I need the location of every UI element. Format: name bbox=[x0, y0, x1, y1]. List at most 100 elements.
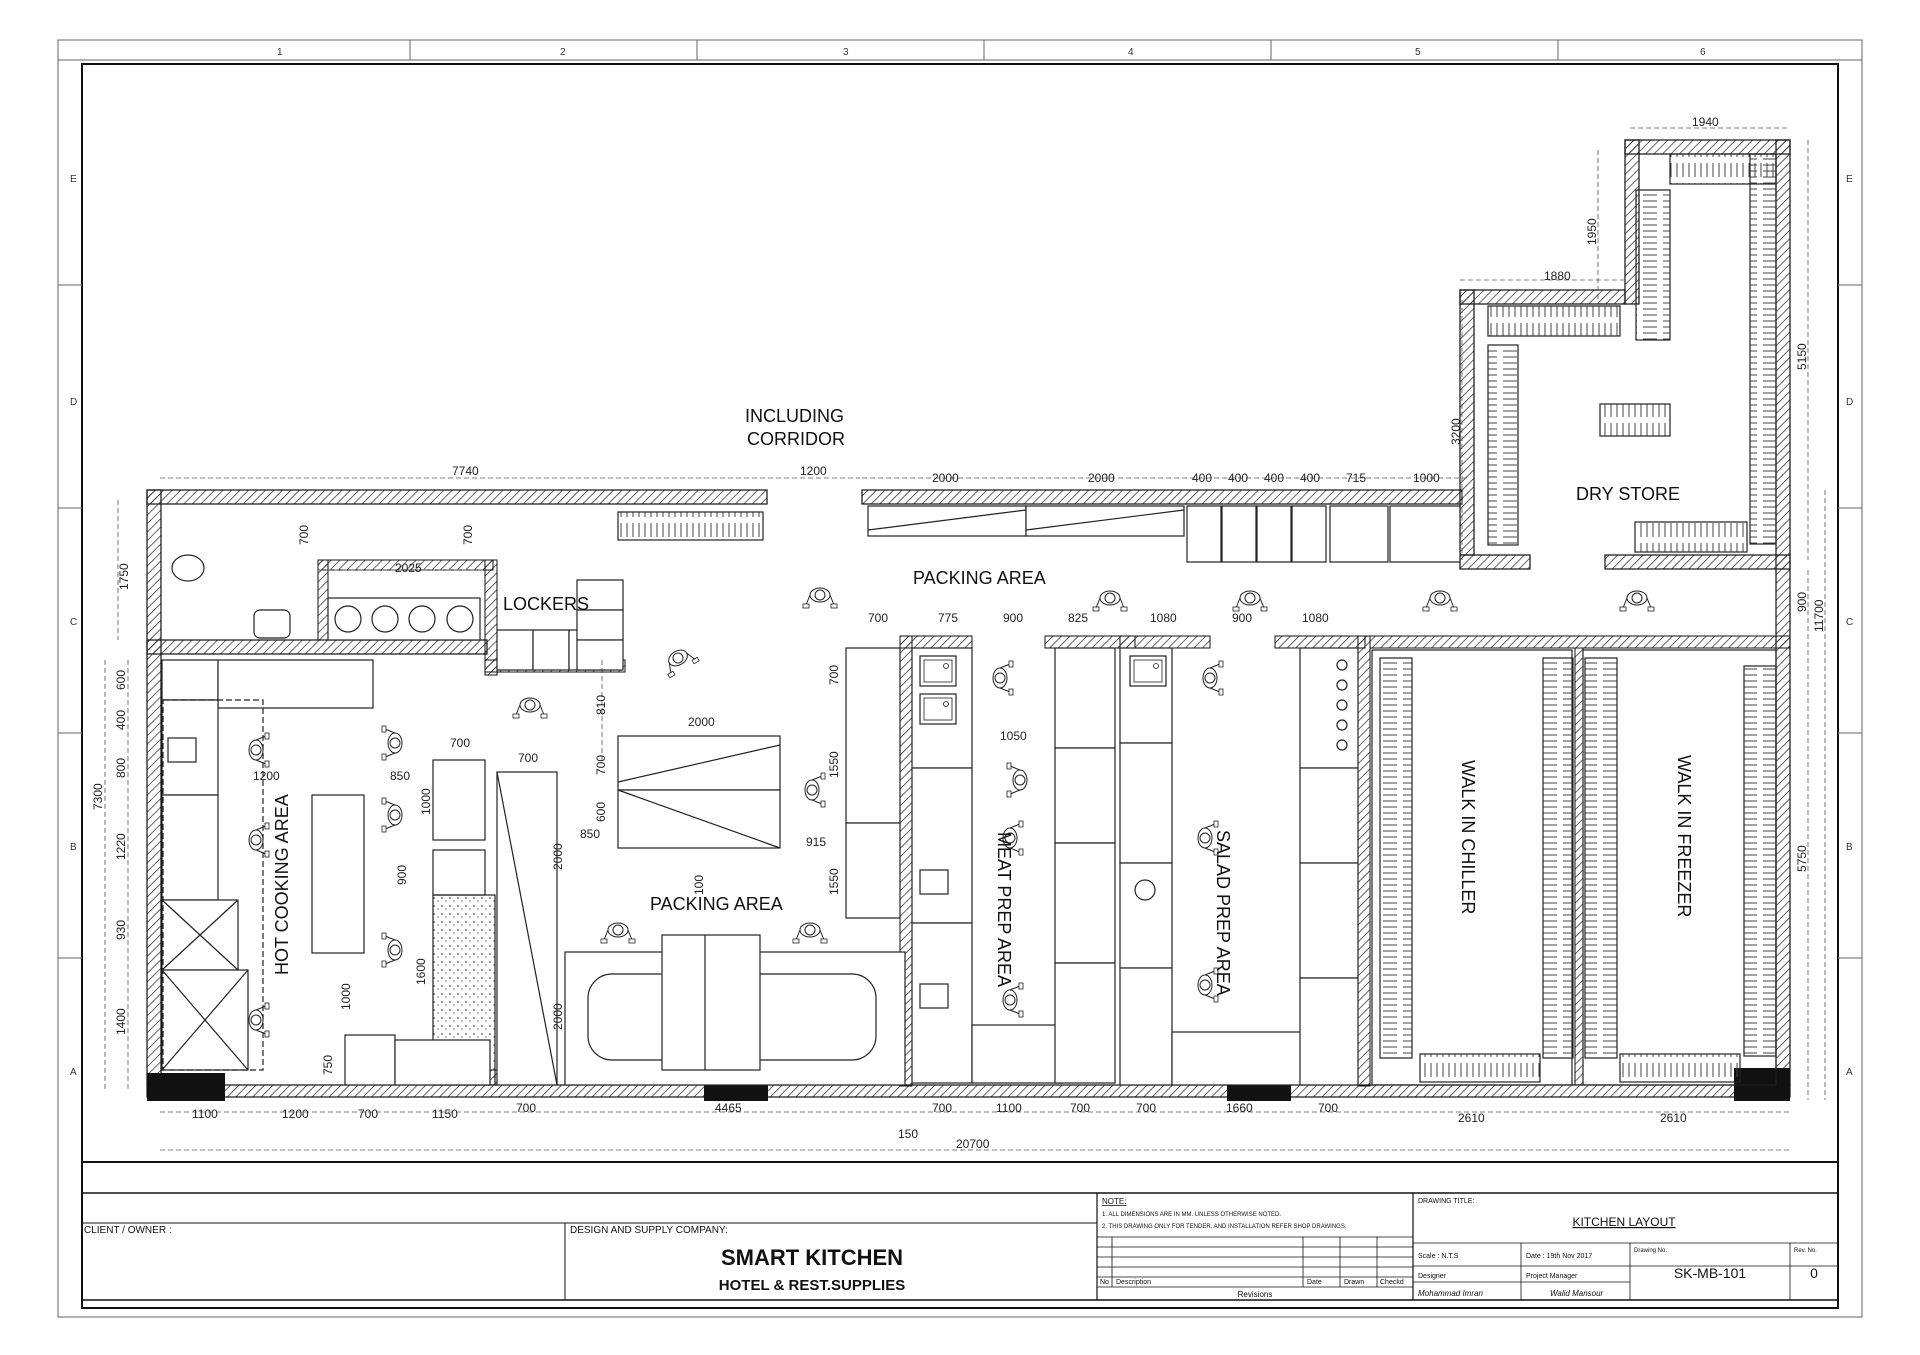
dim-2000e: 2000 bbox=[551, 1003, 565, 1030]
grid-col-1: 1 bbox=[277, 47, 283, 58]
client-owner-label: CLIENT / OWNER : bbox=[84, 1225, 172, 1236]
dim-5750: 5750 bbox=[1795, 845, 1809, 872]
dim-400b: 400 bbox=[1228, 471, 1248, 485]
note-2: 2. THIS DRAWING ONLY FOR TENDER, AND INS… bbox=[1102, 1224, 1347, 1230]
dim-1080b: 1080 bbox=[1302, 611, 1329, 625]
dim-1220: 1220 bbox=[114, 833, 128, 860]
dim-1050: 1050 bbox=[1000, 729, 1027, 743]
dim-1000b: 1000 bbox=[419, 788, 433, 815]
dim-b700e: 700 bbox=[1136, 1101, 1156, 1115]
note-label: NOTE: bbox=[1102, 1197, 1126, 1206]
dim-1600: 1600 bbox=[414, 958, 428, 985]
dim-775: 775 bbox=[938, 611, 958, 625]
room-meat-prep-area: MEAT PREP AREA bbox=[994, 832, 1014, 987]
dim-1750: 1750 bbox=[117, 563, 131, 590]
room-walk-in-freezer: WALK IN FREEZER bbox=[1674, 755, 1694, 917]
dim-7300: 7300 bbox=[91, 783, 105, 810]
dim-2000c: 2000 bbox=[551, 843, 565, 870]
date-text: Date : 19th Nov 2017 bbox=[1526, 1253, 1592, 1260]
room-hot-cooking-area: HOT COOKING AREA bbox=[272, 794, 292, 975]
dim-825: 825 bbox=[1068, 611, 1088, 625]
dim-100: 100 bbox=[692, 875, 706, 895]
grid-row-e: E bbox=[70, 174, 77, 185]
drawing-no-label: Drawing No. bbox=[1634, 1248, 1667, 1254]
dim-1940: 1940 bbox=[1692, 115, 1719, 129]
grid-row-a-r: A bbox=[1846, 1067, 1853, 1078]
dim-700d: 700 bbox=[518, 751, 538, 765]
company-subtitle: HOTEL & REST.SUPPLIES bbox=[719, 1277, 905, 1294]
rev-col-description: Description bbox=[1116, 1279, 1151, 1286]
grid-column-markers: 1 2 3 4 5 6 bbox=[277, 40, 1706, 60]
dim-3200: 3200 bbox=[1449, 418, 1463, 445]
room-lockers: LOCKERS bbox=[503, 594, 589, 614]
dim-810: 810 bbox=[594, 695, 608, 715]
dim-1550b: 1550 bbox=[827, 868, 841, 895]
room-walk-in-chiller: WALK IN CHILLER bbox=[1458, 760, 1478, 914]
revision-number: 0 bbox=[1810, 1265, 1818, 1281]
dim-750: 750 bbox=[321, 1055, 335, 1075]
dim-2000b: 2000 bbox=[1088, 471, 1115, 485]
building-walls bbox=[146, 139, 1791, 1098]
rev-col-drawn: Drawn bbox=[1344, 1279, 1364, 1286]
dim-7740: 7740 bbox=[452, 464, 479, 478]
dim-b1100: 1100 bbox=[192, 1107, 218, 1121]
dim-400a: 400 bbox=[1192, 471, 1212, 485]
dim-b700f: 700 bbox=[1318, 1101, 1338, 1115]
dim-2025: 2025 bbox=[395, 561, 422, 575]
project-manager-label: Project Manager bbox=[1526, 1273, 1578, 1280]
dim-700a: 700 bbox=[297, 525, 311, 545]
dim-850b: 850 bbox=[580, 827, 600, 841]
dim-700g: 700 bbox=[827, 665, 841, 685]
designer-name: Mohammad Imran bbox=[1418, 1289, 1483, 1298]
company-name: SMART KITCHEN bbox=[721, 1245, 903, 1270]
drawing-number: SK-MB-101 bbox=[1674, 1265, 1747, 1281]
dimension-lines bbox=[104, 127, 1826, 1151]
grid-col-3: 3 bbox=[843, 47, 849, 58]
dim-1000: 1000 bbox=[1413, 471, 1440, 485]
drawing-title: KITCHEN LAYOUT bbox=[1572, 1215, 1676, 1229]
grid-row-c-r: C bbox=[1846, 617, 1853, 628]
dim-1200b: 1200 bbox=[253, 769, 280, 783]
dim-5150: 5150 bbox=[1795, 343, 1809, 370]
dim-b1200: 1200 bbox=[282, 1107, 309, 1121]
room-labels: INCLUDING CORRIDOR PACKING AREA LOCKERS … bbox=[272, 406, 1694, 996]
grid-col-6: 6 bbox=[1700, 47, 1706, 58]
title-block: CLIENT / OWNER : DESIGN AND SUPPLY COMPA… bbox=[81, 1192, 1839, 1301]
dim-1200a: 1200 bbox=[800, 464, 827, 478]
dim-2000a: 2000 bbox=[932, 471, 959, 485]
dim-715: 715 bbox=[1346, 471, 1366, 485]
dim-11700: 11700 bbox=[1812, 599, 1826, 632]
grid-row-b-r: B bbox=[1846, 842, 1853, 853]
grid-col-2: 2 bbox=[560, 47, 566, 58]
grid-col-5: 5 bbox=[1415, 47, 1421, 58]
dim-900c: 900 bbox=[1003, 611, 1023, 625]
dim-b4465: 4465 bbox=[715, 1101, 742, 1115]
grid-row-d: D bbox=[70, 397, 77, 408]
note-1: 1. ALL DIMENSIONS ARE IN MM. UNLESS OTHE… bbox=[1102, 1212, 1281, 1218]
dim-b150: 150 bbox=[898, 1127, 918, 1141]
dim-915: 915 bbox=[806, 835, 826, 849]
dim-1000c: 1000 bbox=[339, 983, 353, 1010]
grid-col-4: 4 bbox=[1128, 47, 1134, 58]
dim-1080a: 1080 bbox=[1150, 611, 1177, 625]
rev-col-date: Date bbox=[1307, 1279, 1322, 1286]
rev-no-label: Rev. No. bbox=[1794, 1248, 1817, 1254]
dim-600b: 600 bbox=[594, 802, 608, 822]
dimension-labels: 7740 1200 2000 2000 400 400 400 400 715 … bbox=[91, 115, 1826, 1151]
dim-b700a: 700 bbox=[358, 1107, 378, 1121]
room-including-corridor-line1: INCLUDING bbox=[745, 406, 844, 426]
dim-b2610a: 2610 bbox=[1458, 1111, 1485, 1125]
grid-row-b: B bbox=[70, 842, 77, 853]
dim-800: 800 bbox=[114, 758, 128, 778]
rev-col-checkd: Checkd bbox=[1380, 1279, 1404, 1286]
grid-row-markers: E D C B A E D C B A bbox=[58, 174, 1862, 1078]
dim-600a: 600 bbox=[114, 670, 128, 690]
grid-row-c: C bbox=[70, 617, 77, 628]
dim-2000d: 2000 bbox=[688, 715, 715, 729]
dim-700c: 700 bbox=[450, 736, 470, 750]
dim-400e: 400 bbox=[114, 710, 128, 730]
dim-700b: 700 bbox=[461, 525, 475, 545]
grid-row-e-r: E bbox=[1846, 174, 1853, 185]
dim-900d: 900 bbox=[1232, 611, 1252, 625]
dim-900b: 900 bbox=[395, 865, 409, 885]
